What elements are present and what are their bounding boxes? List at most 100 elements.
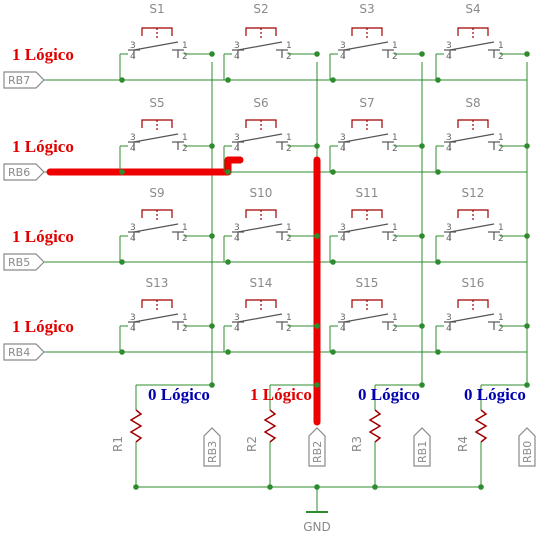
junction-dot	[524, 323, 530, 329]
switch-pin-1: 1	[182, 313, 188, 323]
switch-lever	[237, 41, 283, 51]
port-label: RB4	[8, 346, 30, 359]
port-label: RB6	[8, 166, 30, 179]
junction-dot	[419, 233, 425, 239]
junction-dot	[330, 349, 336, 355]
switch-pin-2: 2	[182, 324, 188, 334]
switch-label: S13	[146, 276, 169, 290]
switch-pin-3: 3	[446, 133, 452, 143]
switch-label: S8	[465, 96, 480, 110]
switch-lever	[343, 223, 389, 233]
junction-dot	[419, 323, 425, 329]
switch-label: S16	[462, 276, 485, 290]
switch-pin-3: 3	[130, 41, 136, 51]
junction-dot	[119, 259, 125, 265]
switch-lever	[449, 133, 495, 143]
switch-lever	[133, 41, 179, 51]
port-box	[3, 343, 45, 361]
column-port-rb1: RB1	[413, 427, 431, 467]
switch-pin-2: 2	[498, 324, 504, 334]
junction-dot	[330, 169, 336, 175]
switch-pin-2: 2	[182, 234, 188, 244]
port-label: RB2	[311, 441, 324, 463]
junction-dot	[314, 323, 320, 329]
switch-pin-3: 3	[446, 313, 452, 323]
junction-dot	[225, 169, 231, 175]
switch-lever	[449, 223, 495, 233]
switch-label: S3	[359, 2, 374, 16]
switch-pin-3: 3	[234, 133, 240, 143]
port-box	[3, 163, 45, 181]
switch-pin-1: 1	[392, 41, 398, 51]
switch-lever	[343, 133, 389, 143]
switch-pin-1: 1	[392, 133, 398, 143]
switch-label: S14	[250, 276, 273, 290]
junction-dot	[209, 143, 215, 149]
switch-label: S2	[253, 2, 268, 16]
active-row-path	[46, 156, 244, 176]
switch-pin-3: 3	[130, 223, 136, 233]
switch-pin-1: 1	[498, 313, 504, 323]
port-box	[413, 427, 431, 467]
junction-dot	[209, 233, 215, 239]
resistor-label: R2	[245, 436, 259, 452]
column-port-rb2: RB2	[308, 427, 326, 467]
junction-dot	[435, 349, 441, 355]
junction-dot	[435, 259, 441, 265]
port-label: RB3	[206, 441, 219, 463]
column-logic-label: 0 Lógico	[148, 385, 210, 404]
column-logic-label: 0 Lógico	[358, 385, 420, 404]
junction-dot	[267, 484, 273, 490]
switch-pin-2: 2	[182, 144, 188, 154]
switch-label: S12	[462, 186, 485, 200]
switch-pin-2: 2	[392, 234, 398, 244]
port-label: RB7	[8, 74, 30, 87]
junction-dot	[119, 349, 125, 355]
switch-pin-2: 2	[182, 52, 188, 62]
switch-pin-4: 4	[130, 52, 136, 62]
switch-label: S4	[465, 2, 480, 16]
junction-dot	[119, 169, 125, 175]
switch-pin-4: 4	[446, 52, 452, 62]
switch-pin-2: 2	[498, 234, 504, 244]
port-box	[308, 427, 326, 467]
switch-lever	[133, 223, 179, 233]
switch-pin-4: 4	[130, 324, 136, 334]
junction-dot	[419, 143, 425, 149]
switch-pin-1: 1	[498, 223, 504, 233]
resistor-zigzag	[368, 409, 382, 443]
port-label: RB1	[416, 441, 429, 463]
switch-pin-1: 1	[182, 133, 188, 143]
switch-pin-3: 3	[446, 223, 452, 233]
switch-label: S11	[356, 186, 379, 200]
junction-dot	[119, 77, 125, 83]
column-port-rb0: RB0	[518, 427, 536, 467]
resistor-r4: R4	[456, 384, 527, 487]
switch-lever	[449, 313, 495, 323]
resistor-zigzag	[263, 409, 277, 443]
port-box	[203, 427, 221, 467]
switch-label: S9	[149, 186, 164, 200]
junction-dot	[314, 51, 320, 57]
resistor-zigzag	[129, 409, 143, 443]
switch-label: S5	[149, 96, 164, 110]
switch-pin-4: 4	[130, 144, 136, 154]
row-logic-label: 1 Lógico	[12, 227, 74, 246]
port-label: RB5	[8, 256, 30, 269]
switch-pin-4: 4	[234, 324, 240, 334]
port-box	[3, 253, 45, 271]
resistor-zigzag	[474, 409, 488, 443]
